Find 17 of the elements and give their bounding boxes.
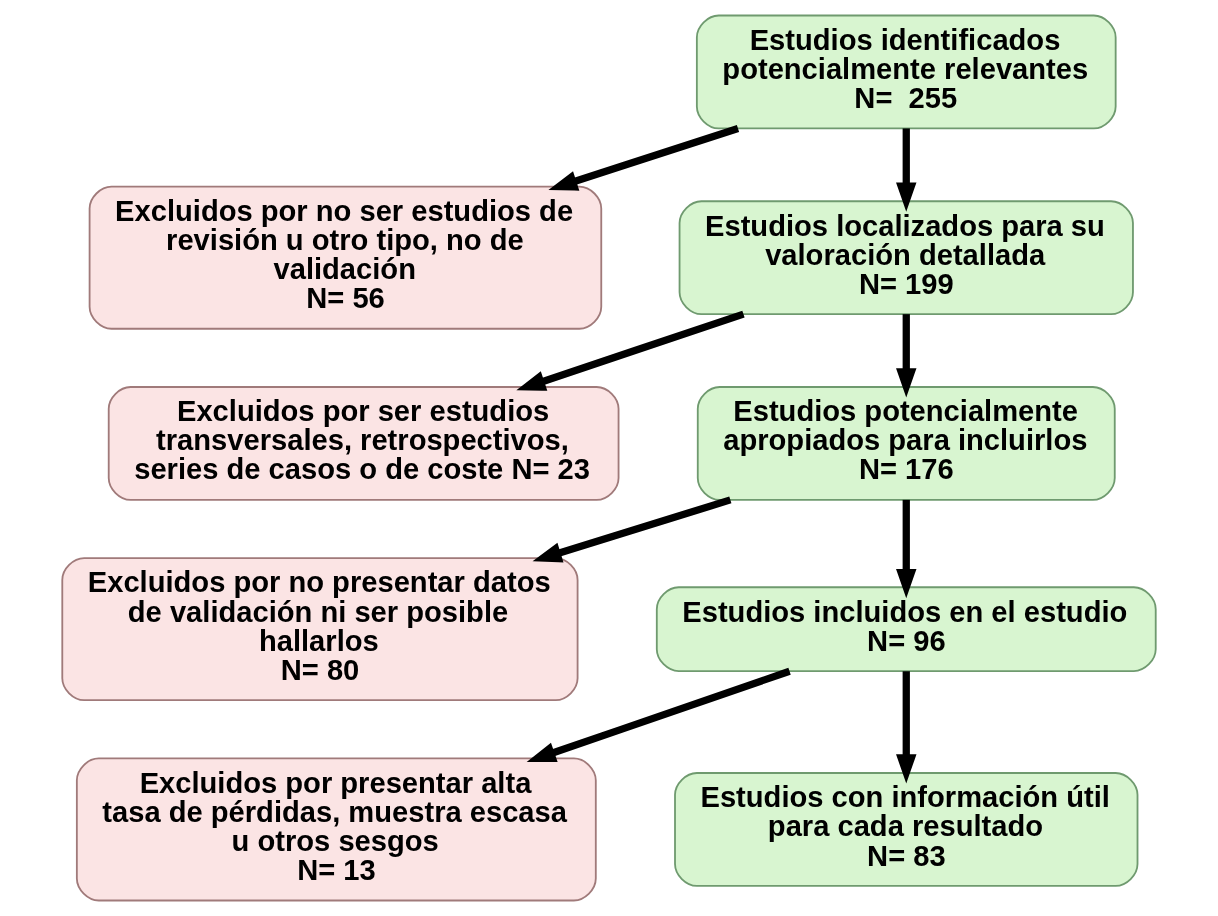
arrow xyxy=(896,314,917,398)
node-box: Estudios potencialmente apropiados para incluirlos N= 176 xyxy=(696,386,1116,501)
node-box: Excluidos por no presentar datos de validación ni ser posible hallarlos N= 80 xyxy=(61,557,579,702)
node-box: Excluidos por no ser estudios de revisión u otro tipo, no de validación N= 56 xyxy=(88,185,603,330)
node-box: Estudios incluidos en el estudio N= 96 xyxy=(655,586,1157,672)
arrow xyxy=(896,671,917,784)
arrow xyxy=(896,128,917,212)
node-box: Estudios localizados para su valoración detallada N= 199 xyxy=(678,200,1134,316)
arrow xyxy=(516,310,745,391)
node-box: Estudios con información útil para cada resultado N= 83 xyxy=(674,772,1139,887)
node-box: Estudios identificados potencialmente relevantes N= 255 xyxy=(695,14,1117,130)
node-box: Excluidos por ser estudios transversales, retrospectivos, series de casos o de coste N= 23 xyxy=(107,386,620,501)
arrow xyxy=(532,496,732,563)
arrow xyxy=(548,124,740,191)
arrow xyxy=(896,499,917,599)
arrow xyxy=(526,667,791,763)
node-box: Excluidos por presentar alta tasa de pérdidas, muestra escasa u otros sesgos N= 13 xyxy=(75,757,597,902)
